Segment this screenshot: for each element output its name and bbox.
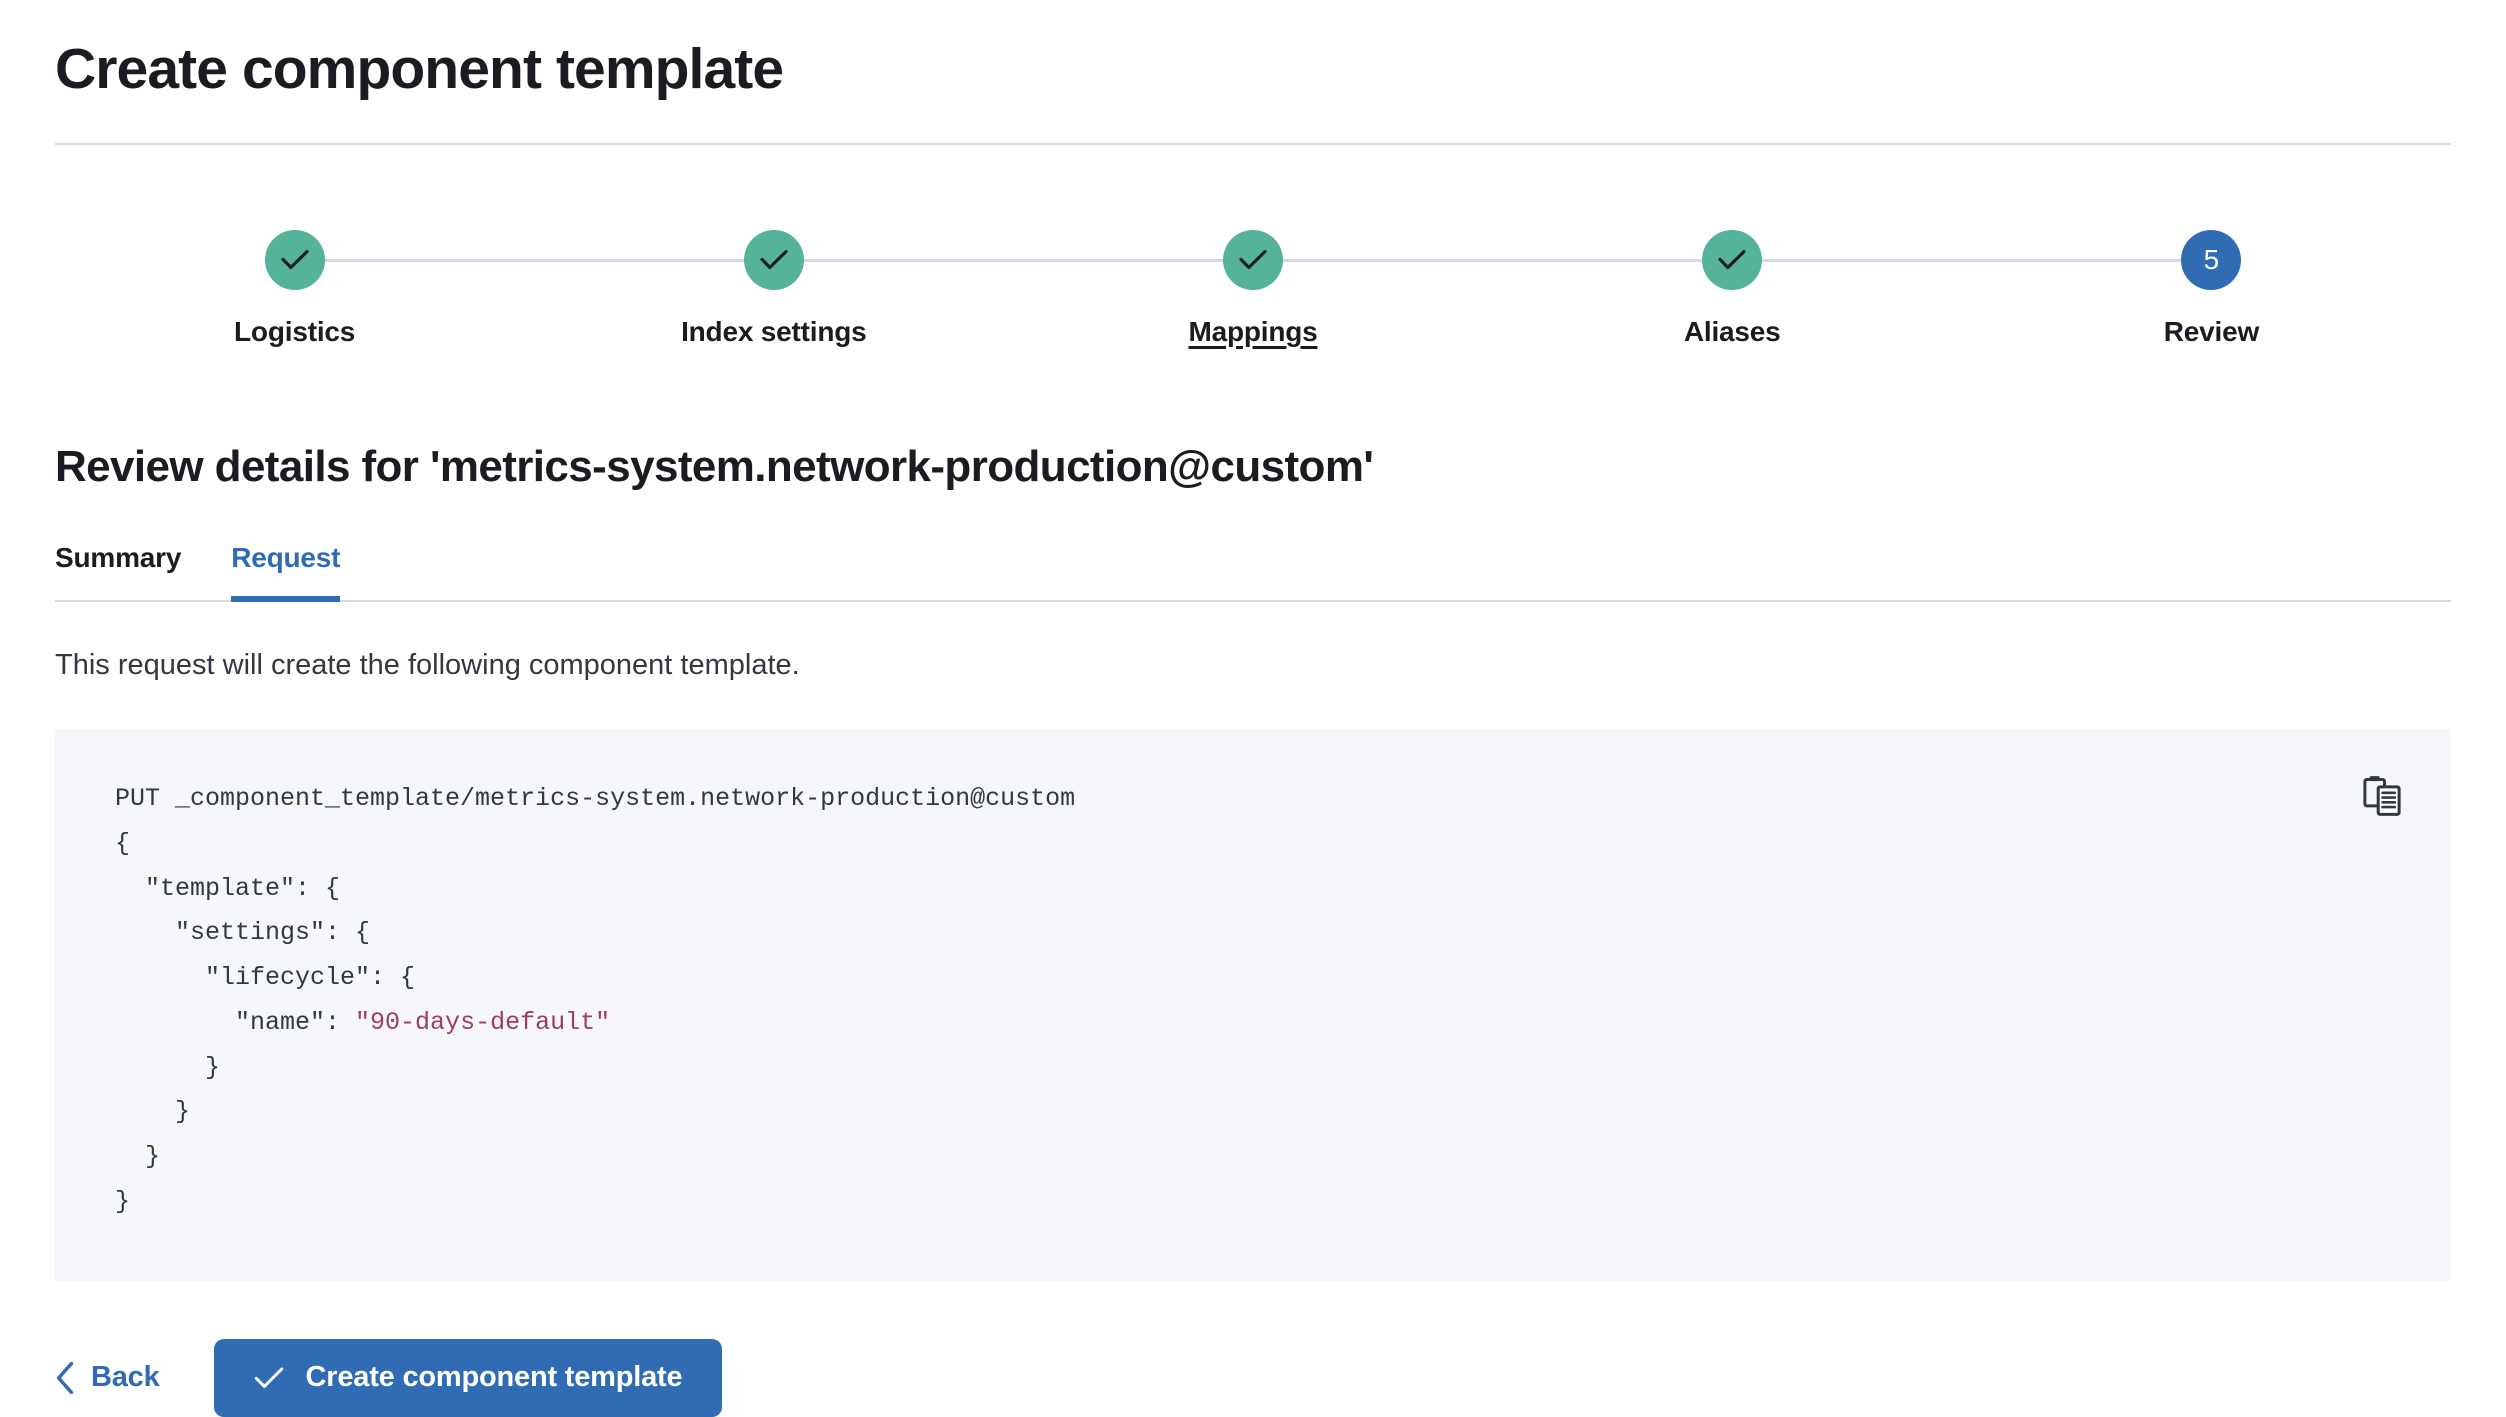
stepper-step-mappings[interactable]: Mappings [1013,229,1733,348]
stepper-step-index-settings[interactable]: Index settings [534,229,1253,348]
back-button-label: Back [91,1361,160,1394]
back-button[interactable]: Back [55,1361,160,1394]
request-code-panel: PUT _component_template/metrics-system.n… [55,729,2451,1281]
chevron-left-icon [55,1361,75,1394]
request-method-line: PUT _component_template/metrics-system.n… [115,784,1076,814]
stepper-step-label: Mappings [1188,315,1318,347]
page-title: Create component template [55,37,784,101]
review-tabs: Summary Request [55,542,2451,602]
request-body-after: } } } } [115,1052,221,1216]
stepper-connector [294,258,774,262]
review-heading: Review details for 'metrics-system.netwo… [55,441,1374,491]
stepper-step-number: 5 [2181,229,2242,290]
check-icon [254,1366,284,1390]
check-icon [1702,229,1763,290]
check-icon [743,229,804,290]
header-divider [55,142,2451,145]
stepper-step-aliases[interactable]: Aliases [1493,229,2212,348]
wizard-footer-actions: Back Create component template [55,1281,2451,1417]
stepper-connector [1253,258,1733,262]
create-component-template-button[interactable]: Create component template [213,1338,723,1417]
stepper-connector [1732,258,2212,262]
tab-summary[interactable]: Summary [55,542,181,600]
create-component-template-page: Create component template Logistics Index… [55,37,2451,1417]
request-code-block: PUT _component_template/metrics-system.n… [115,777,2391,1225]
clipboard-copy-icon[interactable] [2355,769,2409,823]
create-component-template-button-label: Create component template [305,1361,683,1394]
stepper-step-label: Index settings [681,315,867,347]
request-description: This request will create the following c… [55,648,800,681]
check-icon [264,229,325,290]
stepper-step-logistics[interactable]: Logistics [55,229,774,348]
stepper-connector [773,258,1253,262]
request-string-value: "90-days-default" [355,1007,611,1037]
check-icon [1223,229,1283,290]
stepper-step-label: Aliases [1683,315,1781,347]
tab-request[interactable]: Request [231,542,340,602]
stepper-step-label: Review [2163,315,2260,347]
request-body-before: { "template": { "settings": { "lifecycle… [115,828,416,1037]
stepper-step-label: Logistics [234,315,356,347]
